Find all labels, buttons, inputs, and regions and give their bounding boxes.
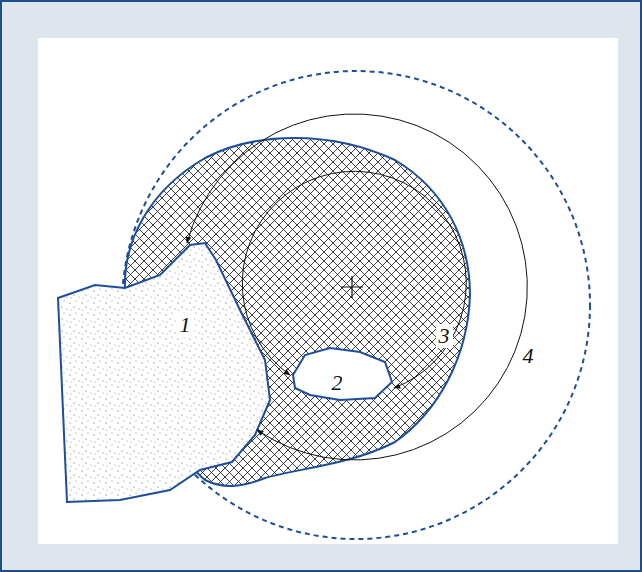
cavity-shape [293, 348, 392, 400]
callout-number: 2 [329, 371, 346, 395]
flow-arc [242, 171, 466, 388]
stippled-region: 1 [56, 240, 274, 504]
stippled-region-shape [58, 243, 270, 502]
cavity: 2 [288, 345, 396, 403]
stippled-region-outline [56, 240, 274, 504]
callout-number: 3 [436, 324, 453, 348]
callout-number: 4 [520, 344, 537, 368]
drawing-panel [38, 38, 618, 544]
center-cross [341, 276, 363, 298]
flow-arc [187, 114, 527, 460]
callout-number: 1 [177, 313, 194, 337]
